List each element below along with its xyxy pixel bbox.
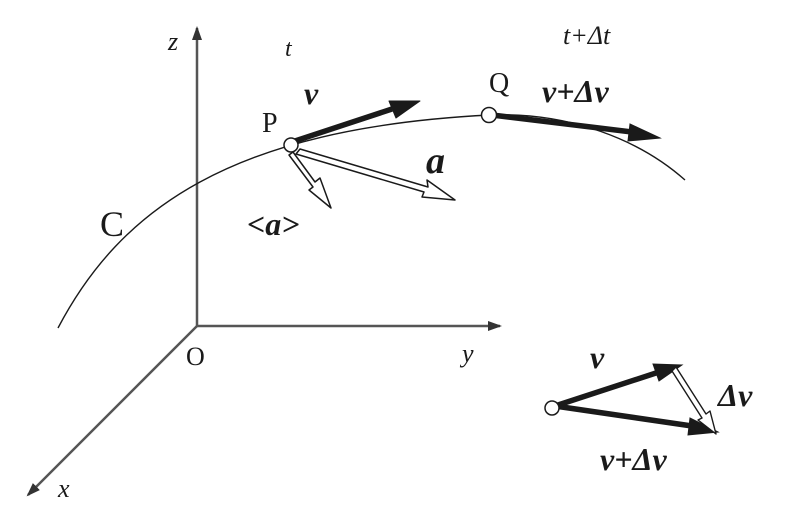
time-t-label: t (285, 36, 293, 62)
avg-acceleration-arrow (288, 151, 332, 209)
x-axis-line (26, 325, 198, 497)
triangle-origin-marker (544, 400, 560, 416)
velocity-plus-dv-label: v+Δv (542, 73, 610, 109)
x-axis-label: x (57, 474, 70, 503)
velocity-arrow-q (491, 112, 662, 142)
y-axis-label: y (459, 339, 474, 368)
acceleration-arrow (295, 148, 456, 201)
point-q-marker (480, 106, 498, 124)
triangle-dv-label: Δv (716, 377, 753, 413)
point-p-label: P (262, 108, 278, 139)
velocity-triangle (544, 363, 720, 436)
z-axis-label: z (167, 27, 178, 56)
avg-acceleration-label: <a> (247, 206, 299, 242)
trajectory-curve (57, 114, 686, 329)
triangle-v-label: v (590, 339, 605, 375)
curve-label: C (100, 204, 124, 244)
time-t-plus-dt-label: t+Δt (563, 21, 611, 50)
velocity-arrow-p (294, 100, 421, 144)
axes (26, 26, 502, 497)
velocity-label: v (304, 75, 319, 111)
triangle-dv-arrow (671, 366, 717, 435)
triangle-v-arrow (554, 363, 684, 409)
origin-label: O (186, 342, 205, 371)
point-p-marker (283, 137, 299, 153)
triangle-v-plus-dv-label: v+Δv (600, 441, 668, 477)
triangle-v-plus-dv-arrow (554, 403, 720, 436)
point-q-label: Q (489, 68, 509, 99)
acceleration-label: a (426, 140, 445, 182)
